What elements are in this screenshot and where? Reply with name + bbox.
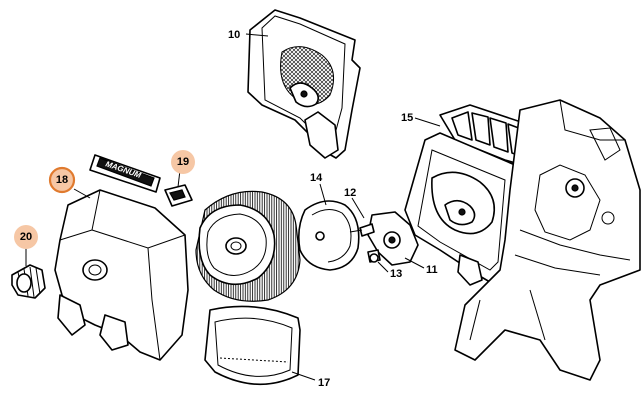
callout-19-label: 19 bbox=[177, 156, 189, 168]
callout-14[interactable]: 14 bbox=[310, 172, 323, 184]
callout-11-label: 11 bbox=[426, 264, 438, 276]
callout-18-label: 18 bbox=[56, 174, 68, 186]
part-17-seal-ring bbox=[204, 305, 301, 386]
callout-18-badge[interactable]: 18 bbox=[48, 166, 76, 194]
air-filter-element bbox=[195, 190, 301, 302]
callout-15[interactable]: 15 bbox=[401, 112, 413, 124]
callout-17[interactable]: 17 bbox=[318, 377, 330, 389]
callout-10-label: 10 bbox=[228, 29, 240, 41]
callout-19-badge[interactable]: 19 bbox=[171, 150, 195, 174]
part-12-11-13-choke-assembly bbox=[349, 211, 419, 266]
part-10-filter-base bbox=[247, 9, 361, 159]
callout-20-label: 20 bbox=[20, 231, 32, 243]
callout-17-label: 17 bbox=[318, 377, 330, 389]
part-15-filter-housing bbox=[404, 104, 546, 286]
callout-10[interactable]: 10 bbox=[228, 29, 240, 41]
part-19-clip bbox=[164, 184, 193, 207]
part-14-prefilter bbox=[298, 200, 360, 271]
callout-12-label: 12 bbox=[344, 187, 356, 199]
callout-12[interactable]: 12 bbox=[344, 187, 356, 199]
callout-13-label: 13 bbox=[390, 268, 402, 280]
part-20-knob-nut bbox=[11, 264, 46, 299]
callout-13[interactable]: 13 bbox=[390, 268, 402, 280]
part-18-filter-cover bbox=[54, 189, 189, 361]
callout-11[interactable]: 11 bbox=[426, 264, 438, 276]
magnum-logo-plate: MAGNUM bbox=[89, 154, 161, 193]
chainsaw-body bbox=[454, 99, 641, 381]
callout-14-label: 14 bbox=[310, 172, 323, 184]
callout-20-circle bbox=[14, 225, 38, 249]
callout-19-circle bbox=[171, 150, 195, 174]
callout-20-badge[interactable]: 20 bbox=[14, 225, 38, 249]
callout-18-circle bbox=[48, 166, 76, 194]
callout-15-label: 15 bbox=[401, 112, 413, 124]
